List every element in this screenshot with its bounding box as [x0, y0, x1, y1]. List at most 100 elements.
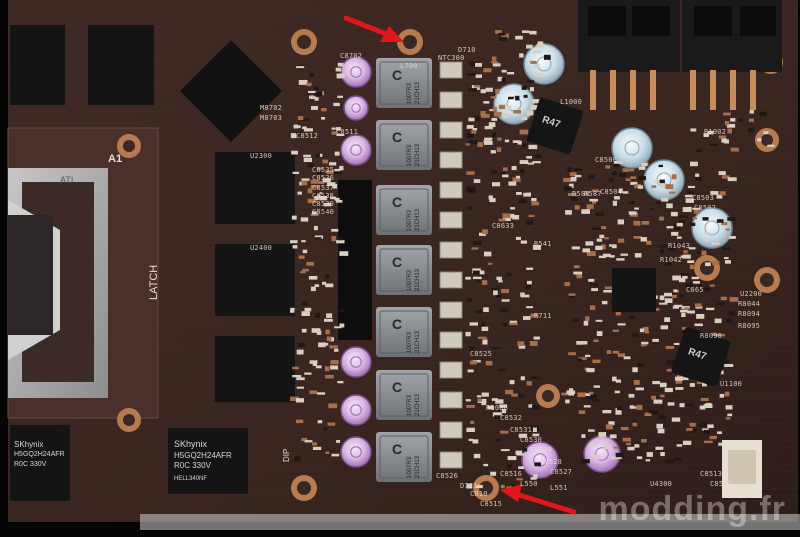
- smd-part: [593, 339, 599, 342]
- smd-part: [465, 143, 470, 146]
- smd-part: [331, 453, 340, 457]
- smd-part: [476, 484, 483, 489]
- smd-part: [497, 76, 503, 82]
- smd-part: [569, 183, 574, 188]
- smd-part: [641, 221, 650, 225]
- smd-part: [296, 377, 305, 381]
- smd-part: [608, 421, 615, 426]
- silkscreen-label: U1100: [720, 380, 743, 388]
- svg-text:C: C: [392, 67, 402, 83]
- smd-part: [481, 113, 490, 118]
- smd-part: [330, 365, 339, 370]
- choke-marking: 21CH13: [415, 81, 421, 104]
- smd-part: [573, 271, 583, 275]
- smd-part: [336, 133, 345, 136]
- arrow-top: [343, 15, 404, 42]
- smd-part: [612, 171, 617, 176]
- smd-part: [331, 127, 336, 130]
- smd-part: [618, 173, 627, 177]
- smd-part: [767, 144, 775, 147]
- smd-part: [468, 117, 475, 122]
- smd-part: [528, 404, 533, 408]
- smd-part: [598, 255, 606, 259]
- smd-part: [564, 186, 572, 191]
- smd-part: [673, 304, 683, 307]
- smd-part: [629, 212, 638, 217]
- smd-part: [706, 307, 715, 311]
- smd-part: [615, 379, 622, 383]
- watermark: modding.fr: [598, 490, 786, 528]
- smd-part: [326, 336, 332, 342]
- smd-part: [730, 118, 736, 122]
- smd-part: [689, 383, 695, 387]
- smd-part: [492, 182, 501, 187]
- smd-part: [532, 433, 540, 437]
- smd-part: [290, 309, 295, 313]
- smd-part: [304, 128, 313, 132]
- smd-part: [686, 191, 695, 194]
- smd-part: [336, 240, 345, 244]
- smd-part: [534, 154, 541, 158]
- smd-part: [659, 216, 664, 221]
- smd-part: [705, 262, 711, 267]
- smd-part: [682, 207, 692, 212]
- smd-part: [296, 419, 304, 424]
- silkscreen-label: D710: [458, 46, 476, 54]
- smd-part: [467, 369, 474, 373]
- smd-part: [676, 222, 683, 227]
- smd-part: [500, 172, 507, 176]
- smd-part: [312, 446, 322, 450]
- smd-part: [516, 175, 520, 179]
- smd-part: [495, 30, 502, 34]
- smd-part: [685, 283, 694, 288]
- smd-part: [703, 287, 711, 292]
- smd-part: [646, 240, 652, 245]
- smd-part: [495, 88, 500, 94]
- smd-part: [527, 80, 535, 83]
- smd-part: [537, 41, 544, 46]
- smd-part: [326, 313, 333, 318]
- smd-part: [725, 359, 730, 362]
- smd-part: [592, 227, 601, 230]
- smd-part: [469, 346, 474, 351]
- smd-part: [290, 133, 297, 139]
- capacitor: [340, 56, 372, 88]
- smd-part: [472, 128, 478, 131]
- smd-part: [302, 249, 308, 254]
- capacitor: [340, 134, 372, 166]
- smd-part: [595, 212, 604, 216]
- smd-part: [492, 107, 497, 112]
- smd-part: [528, 214, 535, 217]
- smd-part: [301, 240, 306, 243]
- smd-part: [617, 219, 624, 225]
- smd-part: [570, 176, 577, 182]
- smd-part: [606, 350, 611, 354]
- smd-part: [314, 196, 319, 201]
- smd-part: [311, 328, 321, 333]
- smd-part: [659, 295, 665, 301]
- smd-part: [309, 360, 318, 364]
- smd-part: [568, 392, 574, 396]
- memory-chip: [10, 25, 65, 105]
- smd-part: [518, 466, 525, 469]
- capacitor: [611, 127, 653, 169]
- smd-part: [614, 390, 620, 394]
- silkscreen-label: R588: [572, 190, 590, 198]
- smd-part: [531, 198, 537, 202]
- svg-text:C: C: [392, 441, 402, 457]
- silkscreen-label: C8516: [500, 470, 523, 478]
- smd-part: [290, 307, 295, 311]
- smd-part: [290, 240, 298, 244]
- smd-part: [595, 245, 603, 250]
- r47-inductor: [671, 327, 731, 387]
- smd-part: [613, 446, 619, 449]
- ram-spec-left: R0C 330V: [14, 461, 47, 468]
- smd-part: [308, 276, 318, 280]
- smd-part: [664, 292, 672, 297]
- smd-part: [674, 376, 684, 381]
- smd-part: [519, 53, 524, 58]
- smd-part: [704, 429, 710, 435]
- smd-part: [310, 286, 316, 292]
- smd-part: [312, 442, 318, 446]
